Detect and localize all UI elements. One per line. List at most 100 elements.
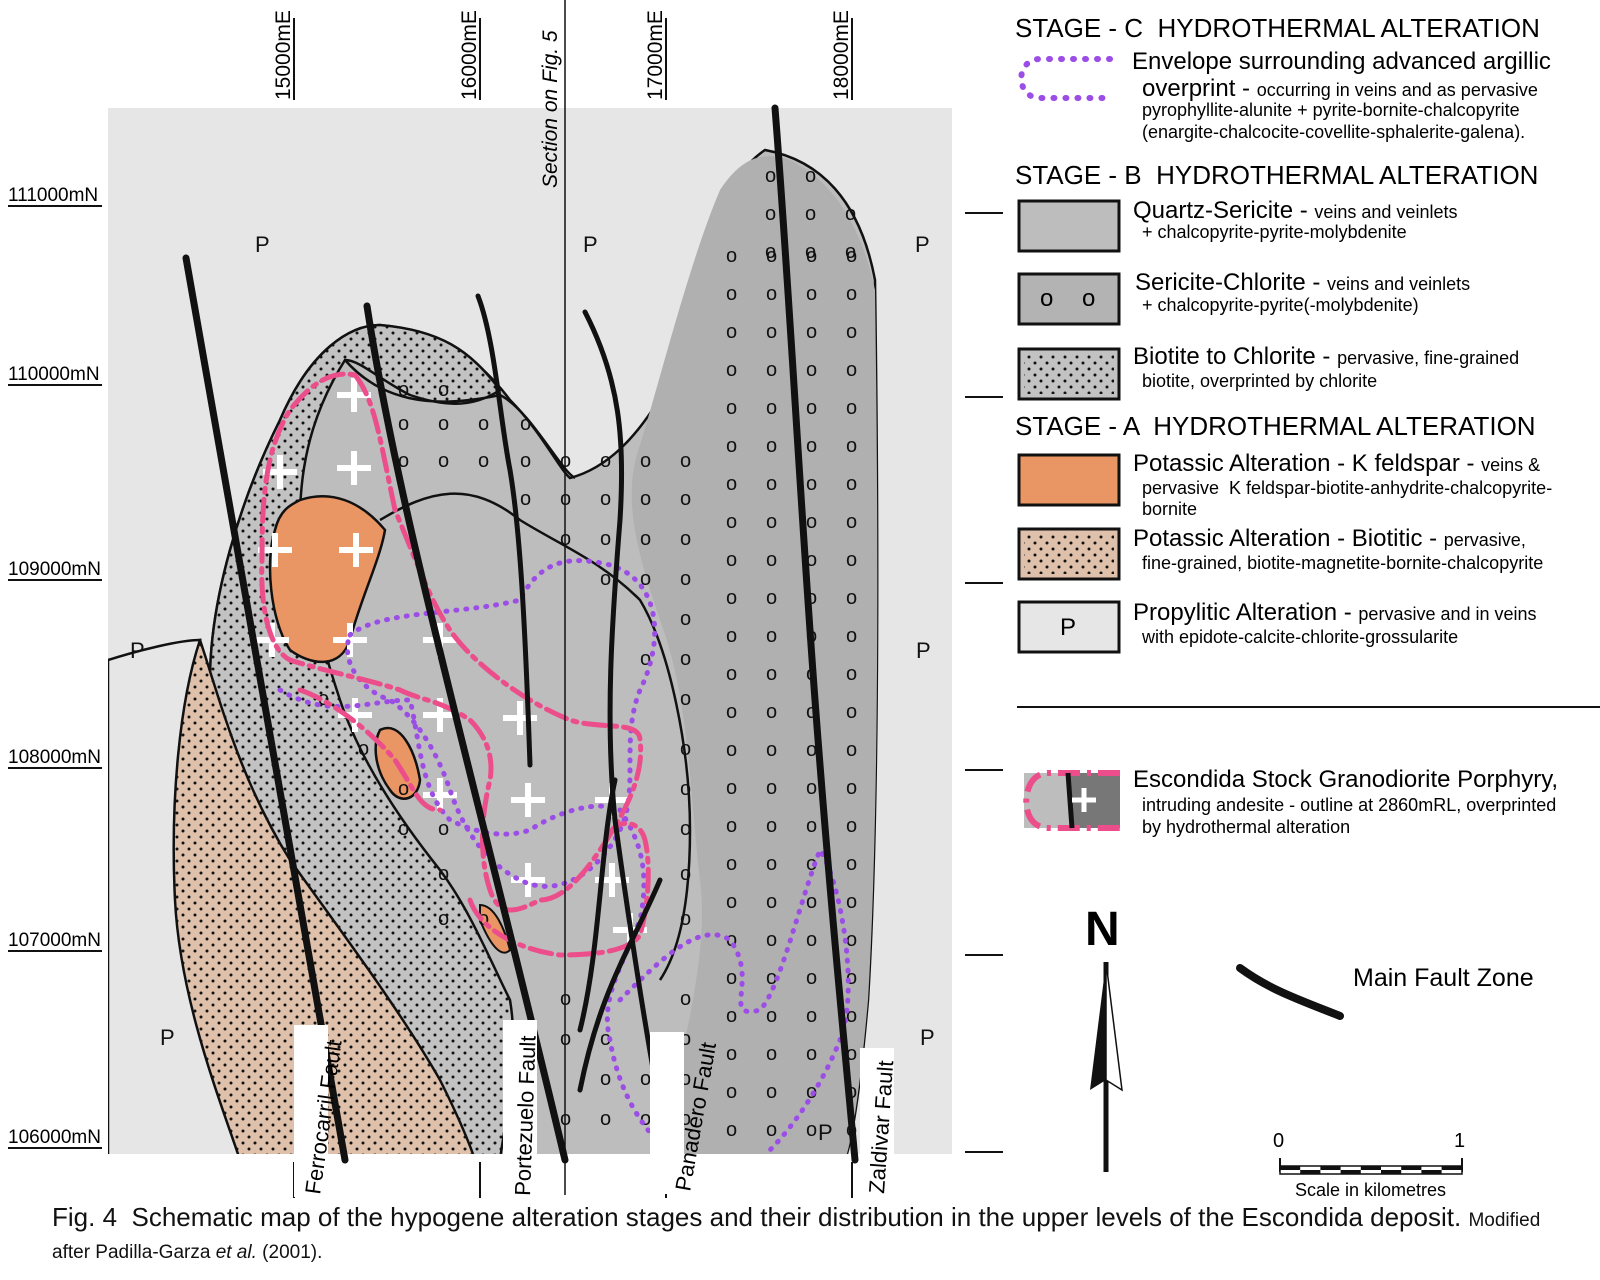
sericite-chlorite-mark: o (520, 488, 531, 510)
sericite-chlorite-mark: o (846, 777, 857, 799)
sericite-chlorite-mark: o (398, 450, 409, 472)
sericite-chlorite-mark: o (846, 397, 857, 419)
stock-name: Escondida Stock Granodiorite Porphyry, (1133, 766, 1558, 793)
sericite-chlorite-mark: o (845, 241, 856, 263)
sericite-chlorite-mark: o (600, 528, 611, 550)
pb-line: Potassic Alteration - Biotitic - pervasi… (1133, 525, 1526, 552)
sericite-chlorite-mark: o (806, 1005, 817, 1027)
scale-block (1401, 1166, 1422, 1170)
scale-blocks (1280, 1166, 1462, 1174)
stage-c-name: Envelope surrounding advanced argillic (1132, 48, 1551, 75)
scale-block (1441, 1166, 1462, 1170)
stage-c-desc3: (enargite-chalcocite-covellite-sphalerit… (1142, 122, 1525, 142)
sericite-chlorite-mark: o (766, 777, 777, 799)
sericite-chlorite-mark: o (600, 568, 611, 590)
sericite-chlorite-mark: o (766, 397, 777, 419)
sericite-chlorite-mark: o (766, 625, 777, 647)
sericite-chlorite-mark: o (640, 1108, 651, 1130)
stock-swatch (1023, 770, 1120, 831)
sericite-chlorite-mark: o (806, 967, 817, 989)
quartz-sericite-name: Quartz-Sericite (1133, 197, 1293, 224)
sericite-chlorite-mark: o (726, 397, 737, 419)
stage-c-desc2: pyrophyllite-alunite + pyrite-bornite-ch… (1142, 100, 1520, 120)
sericite-chlorite-mark: o (766, 245, 777, 267)
sericite-chlorite-mark: o (806, 777, 817, 799)
sericite-chlorite-mark: o (806, 511, 817, 533)
sericite-chlorite-mark: o (765, 203, 776, 225)
sericite-chlorite-mark: o (726, 587, 737, 609)
sericite-chlorite-mark: o (766, 663, 777, 685)
sericite-chlorite-mark: o (846, 1043, 857, 1065)
sericite-chlorite-mark: o (680, 648, 691, 670)
sericite-chlorite-mark: o (765, 165, 776, 187)
sericite-chlorite-desc2: + chalcopyrite-pyrite(-molybdenite) (1142, 295, 1419, 315)
fault-minor-2 (577, 877, 663, 1093)
sericite-chlorite-mark: o (766, 853, 777, 875)
argillic-envelope-3 (617, 844, 851, 1153)
sericite-chlorite-mark: o (806, 815, 817, 837)
sericite-chlorite-mark: o (680, 818, 691, 840)
fault-minor-3 (577, 777, 618, 1033)
sericite-chlorite-mark: o (726, 967, 737, 989)
fault-label-portezuelo: Portezuelo Fault (510, 1035, 541, 1196)
sericite-chlorite-mark: o (520, 450, 531, 472)
caption-mod-prefix: Modified after Padilla-Garza (52, 1210, 1541, 1263)
sericite-chlorite-mark: o (726, 1043, 737, 1065)
sericite-chlorite-mark: o (680, 1028, 691, 1050)
stage-c-title: STAGE - C HYDROTHERMAL ALTERATION (1015, 13, 1540, 43)
fault-ferrocarril (182, 254, 349, 1164)
sericite-chlorite-mark: o (358, 738, 369, 760)
sericite-chlorite-mark: o (726, 853, 737, 875)
propylitic-mark: P (160, 1025, 175, 1050)
sericite-chlorite-mark: o (726, 511, 737, 533)
sericite-chlorite-mark: o (846, 321, 857, 343)
sericite-chlorite-mark: o (726, 283, 737, 305)
potassic-k-dash: - (1460, 450, 1481, 477)
sericite-chlorite-mark: o (806, 1043, 817, 1065)
sericite-chlorite-mark: o (806, 1119, 817, 1141)
sericite-chlorite-mark: o (600, 1108, 611, 1130)
sericite-chlorite-mark: o (766, 1043, 777, 1065)
sericite-chlorite-mark: o (680, 1108, 691, 1130)
sericite-chlorite-mark: o (726, 549, 737, 571)
sericite-chlorite-mark: o (846, 549, 857, 571)
sericite-chlorite-mark: o (806, 739, 817, 761)
sericite-chlorite-mark: o (438, 818, 449, 840)
sericite-chlorite-mark: o (845, 203, 856, 225)
potassic-biotitic-swatch-dots (1024, 534, 1114, 574)
sericite-chlorite-mark: o (765, 241, 776, 263)
sericite-chlorite-mark: o (478, 450, 489, 472)
scale-block (1421, 1170, 1442, 1174)
sericite-chlorite-mark: o (766, 321, 777, 343)
biotite-chlorite-name: Biotite to Chlorite (1133, 343, 1316, 370)
stock-plus-mark (511, 783, 545, 817)
sericite-chlorite-mark: o (438, 908, 449, 930)
sericite-chlorite-mark: o (766, 891, 777, 913)
sericite-chlorite-mark: o (600, 1028, 611, 1050)
sericite-chlorite-mark: o (680, 738, 691, 760)
sericite-chlorite-mark: o (766, 549, 777, 571)
sericite-chlorite-mark: o (726, 663, 737, 685)
sericite-chlorite-dash: - (1306, 269, 1327, 296)
propylitic-dash: - (1337, 599, 1358, 626)
sericite-chlorite-mark: o (438, 379, 449, 401)
propylitic-mark: P (916, 638, 931, 663)
sericite-chlorite-mark: o (600, 1068, 611, 1090)
stock-outline-south (467, 820, 651, 958)
quartz-sericite-desc1: veins and veinlets (1314, 202, 1457, 222)
sericite-chlorite-mark: o (726, 1081, 737, 1103)
stage-c-desc1: occurring in veins and as pervasive (1257, 80, 1538, 100)
bc-line: Biotite to Chlorite - pervasive, fine-gr… (1133, 343, 1519, 370)
northing-label-111000: 111000mN (8, 185, 98, 206)
sericite-chlorite-mark: o (766, 701, 777, 723)
potassic-k-desc2: pervasive K feldspar-biotite-anhydrite-c… (1142, 478, 1552, 498)
potassic-biotitic-dots (108, 640, 473, 1154)
sericite-chlorite-swatch-mark-1: o (1040, 285, 1053, 312)
sericite-chlorite-mark: o (640, 450, 651, 472)
sericite-chlorite-mark: o (806, 891, 817, 913)
quartz-sericite-desc2: + chalcopyrite-pyrite-molybdenite (1142, 222, 1407, 242)
sericite-chlorite-mark: o (806, 473, 817, 495)
sericite-chlorite-marks: oooooooooooooooooooooooooooooooooooooooo… (318, 165, 857, 1141)
sericite-chlorite-desc1: veins and veinlets (1327, 274, 1470, 294)
sericite-chlorite-mark: o (805, 203, 816, 225)
